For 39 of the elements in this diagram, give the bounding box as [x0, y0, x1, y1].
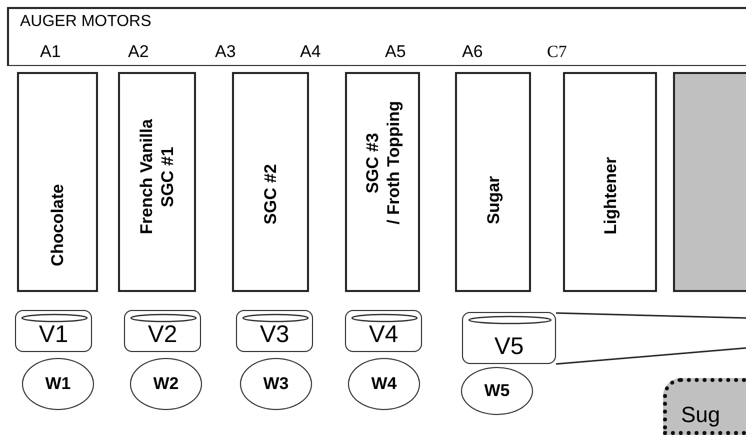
dotted-box — [663, 378, 746, 435]
mixing-cup — [236, 310, 313, 352]
canister-label: Lightener — [600, 157, 621, 234]
auger-motor-panel — [7, 7, 746, 66]
mixing-cup — [124, 310, 201, 352]
canister-label: Sugar — [483, 176, 504, 224]
box-label: Sug — [681, 402, 720, 428]
whipper-circle: W4 — [348, 358, 420, 410]
ingredient-canister — [455, 72, 531, 292]
ingredient-canister — [232, 72, 309, 292]
canister-label: French Vanilla SGC #1 — [136, 119, 178, 234]
mixing-cup — [345, 310, 422, 352]
cup-label: V1 — [38, 321, 70, 349]
motor-label: A3 — [215, 42, 236, 62]
mixing-cup — [462, 312, 556, 364]
mixing-cup — [15, 310, 92, 352]
motor-label: A6 — [462, 42, 483, 62]
whipper-circle: W2 — [130, 358, 202, 410]
canister-label: Chocolate — [47, 184, 68, 266]
ingredient-canister — [563, 72, 657, 292]
motor-label: A1 — [40, 42, 61, 62]
panel-title: AUGER MOTORS — [20, 13, 152, 31]
cup-label: V4 — [368, 321, 400, 349]
canister-label: SGC #2 — [260, 164, 281, 224]
ingredient-canister — [345, 72, 420, 292]
motor-label: C7 — [547, 42, 567, 62]
motor-label: A4 — [300, 42, 321, 62]
motor-label: A2 — [128, 42, 149, 62]
canister-box — [673, 72, 746, 292]
ingredient-canister — [17, 72, 98, 292]
canister-label: SGC #3 / Froth Topping — [362, 101, 404, 224]
whipper-circle: W5 — [461, 367, 533, 415]
cup-label: V3 — [258, 321, 290, 349]
cup-label: V5 — [493, 333, 525, 361]
whipper-circle: W3 — [240, 358, 312, 410]
motor-label: A5 — [385, 42, 406, 62]
cup-label: V2 — [146, 321, 178, 349]
ingredient-canister — [118, 72, 196, 292]
whipper-circle: W1 — [22, 358, 94, 410]
